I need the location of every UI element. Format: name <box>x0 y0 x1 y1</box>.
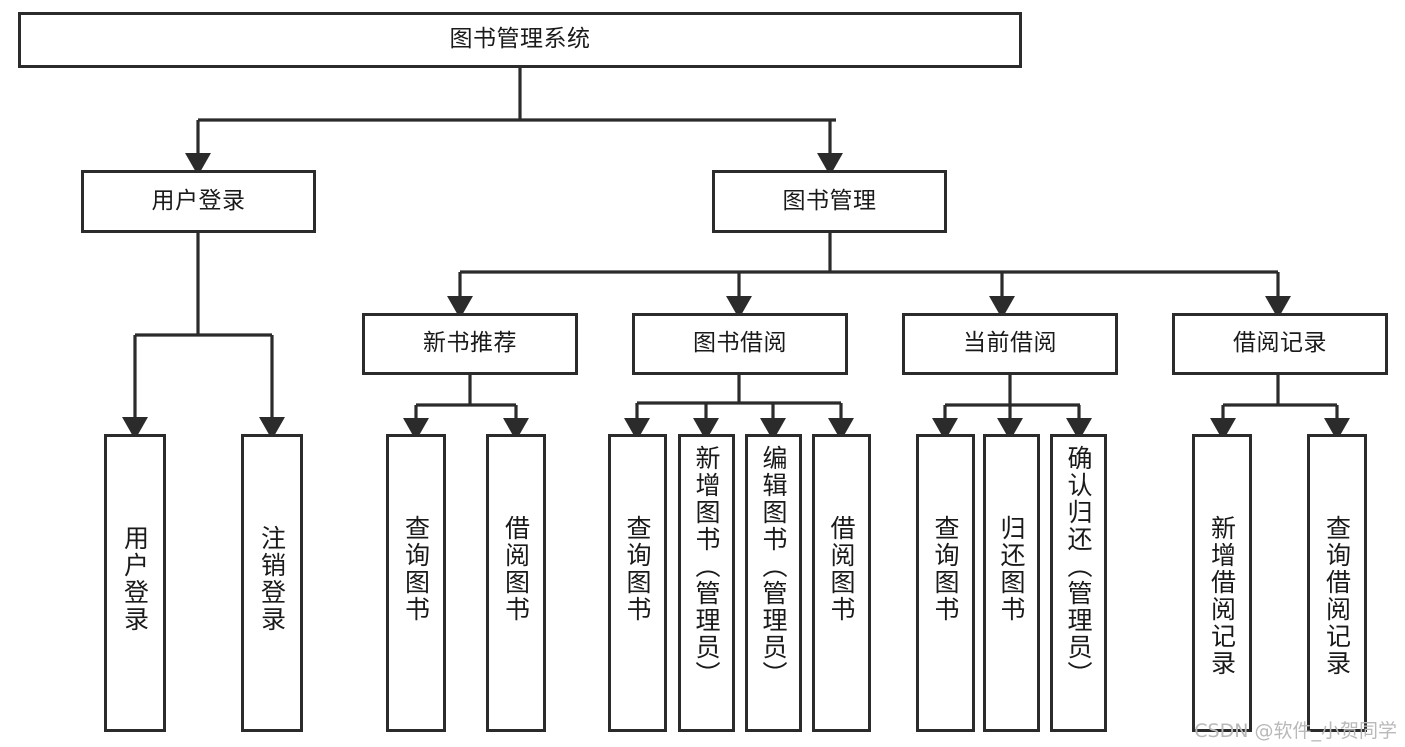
node-leaf-confirm-return-admin-label: 确认归还（管理员） <box>1064 445 1093 688</box>
node-book-management[interactable]: 图书管理 <box>712 170 947 233</box>
node-leaf-add-borrow-record[interactable]: 新增借阅记录 <box>1192 434 1252 732</box>
node-leaf-edit-book-admin-label: 编辑图书（管理员） <box>759 445 788 688</box>
node-leaf-return-book-label: 归还图书 <box>997 515 1026 623</box>
node-borrow-record[interactable]: 借阅记录 <box>1172 313 1388 375</box>
node-user-login[interactable]: 用户登录 <box>81 170 316 233</box>
node-new-book-recommend[interactable]: 新书推荐 <box>362 313 578 375</box>
node-leaf-borrow-book-2[interactable]: 借阅图书 <box>812 434 871 732</box>
node-root[interactable]: 图书管理系统 <box>18 12 1022 68</box>
node-leaf-query-book-1[interactable]: 查询图书 <box>386 434 446 732</box>
node-leaf-add-borrow-record-label: 新增借阅记录 <box>1207 515 1237 677</box>
node-book-borrow[interactable]: 图书借阅 <box>632 313 848 375</box>
node-leaf-edit-book-admin[interactable]: 编辑图书（管理员） <box>745 434 802 732</box>
node-user-login-label: 用户登录 <box>151 187 246 214</box>
node-borrow-record-label: 借阅记录 <box>1233 330 1327 357</box>
node-leaf-user-login[interactable]: 用户登录 <box>104 434 166 732</box>
node-leaf-user-login-label: 用户登录 <box>120 525 150 633</box>
node-leaf-query-book-3-label: 查询图书 <box>931 515 960 623</box>
node-book-borrow-label: 图书借阅 <box>693 330 787 357</box>
node-leaf-confirm-return-admin[interactable]: 确认归还（管理员） <box>1050 434 1107 732</box>
node-leaf-borrow-book-1[interactable]: 借阅图书 <box>486 434 546 732</box>
node-leaf-return-book[interactable]: 归还图书 <box>983 434 1040 732</box>
node-leaf-query-book-3[interactable]: 查询图书 <box>916 434 975 732</box>
node-leaf-query-borrow-record-label: 查询借阅记录 <box>1322 515 1352 677</box>
node-book-management-label: 图书管理 <box>782 187 877 214</box>
node-leaf-borrow-book-2-label: 借阅图书 <box>827 515 856 623</box>
node-leaf-query-book-2-label: 查询图书 <box>623 515 652 623</box>
node-current-borrow-label: 当前借阅 <box>963 330 1057 357</box>
node-leaf-add-book-admin[interactable]: 新增图书（管理员） <box>678 434 735 732</box>
csdn-watermark: CSDN @软件_小贺同学 <box>1194 720 1397 742</box>
node-leaf-query-borrow-record[interactable]: 查询借阅记录 <box>1307 434 1367 732</box>
node-leaf-query-book-1-label: 查询图书 <box>401 515 431 623</box>
node-leaf-add-book-admin-label: 新增图书（管理员） <box>692 445 721 688</box>
node-leaf-logout-login-label: 注销登录 <box>257 525 287 633</box>
node-current-borrow[interactable]: 当前借阅 <box>902 313 1118 375</box>
node-leaf-logout-login[interactable]: 注销登录 <box>241 434 303 732</box>
node-leaf-query-book-2[interactable]: 查询图书 <box>608 434 667 732</box>
node-leaf-borrow-book-1-label: 借阅图书 <box>501 515 531 623</box>
node-new-book-recommend-label: 新书推荐 <box>423 330 517 357</box>
node-root-label: 图书管理系统 <box>449 26 591 53</box>
